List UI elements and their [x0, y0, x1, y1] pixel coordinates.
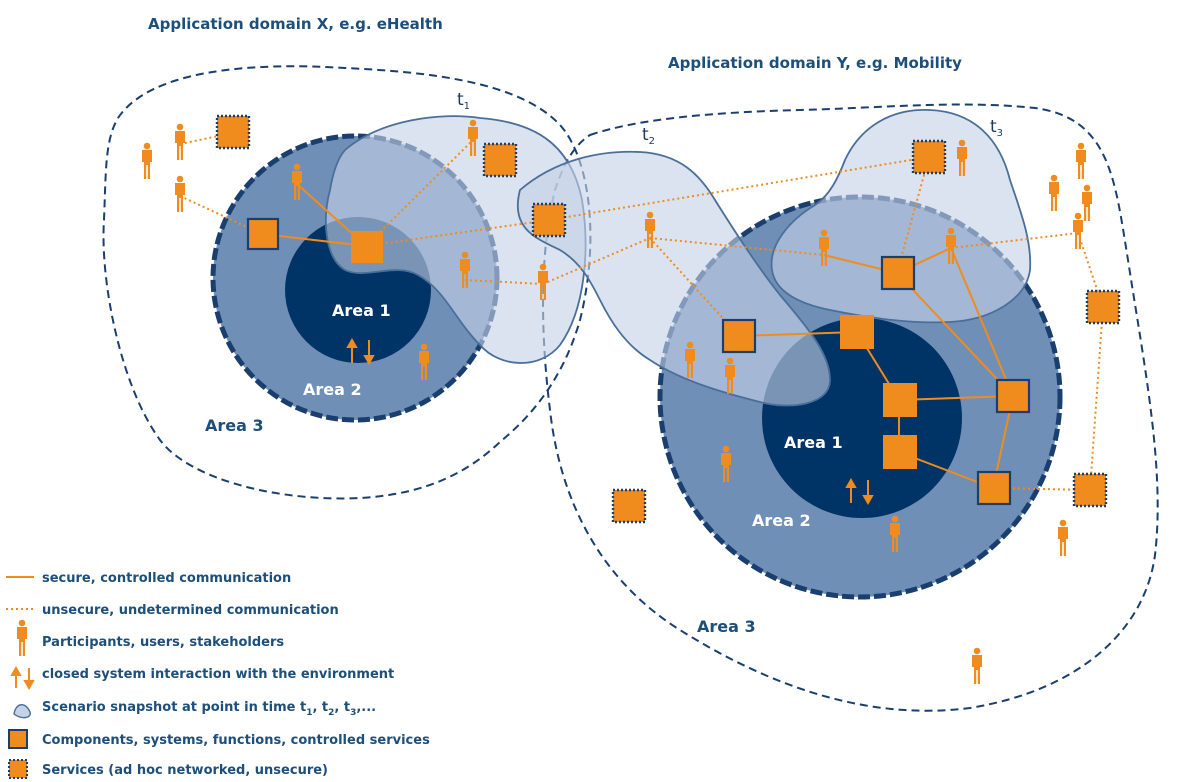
legend-participants-label: Participants, users, stakeholders [42, 635, 284, 650]
domain-y-title: Application domain Y, e.g. Mobility [668, 54, 962, 72]
service-square-icon [1072, 472, 1108, 508]
domain-y-area3-boundary [542, 103, 1159, 712]
person-icon [17, 619, 27, 656]
component-square-icon [880, 255, 916, 291]
up-down-arrows-icon [346, 337, 874, 506]
services [215, 114, 1121, 524]
up-down-arrows-icon [10, 665, 35, 691]
domain-y-area3-label: Area 3 [697, 617, 756, 636]
person-icon [1049, 174, 1059, 211]
time-label-t2: t2 [642, 125, 655, 147]
time-label-t3: t3 [990, 117, 1003, 139]
service-square-icon [1085, 289, 1121, 325]
component-square-icon [995, 378, 1031, 414]
component-square-icon [883, 435, 917, 469]
service-square-icon [8, 759, 28, 779]
person-icon [1076, 142, 1086, 179]
domain-x-area3-boundary [102, 65, 592, 500]
legend-closed-label: closed system interaction with the envir… [42, 667, 394, 682]
component-square-icon [976, 470, 1012, 506]
domain-x-area2-label: Area 2 [303, 380, 362, 399]
legend-components-label: Components, systems, functions, controll… [42, 733, 430, 748]
domain-y-area1-label: Area 1 [784, 433, 843, 452]
domain-x-area3-label: Area 3 [205, 416, 264, 435]
legend: secure, controlled communication unsecur… [6, 571, 430, 779]
component-square-icon [246, 217, 280, 251]
component-square-icon [721, 318, 757, 354]
service-square-icon [531, 202, 567, 238]
component-square-icon [840, 315, 874, 349]
person-icon [142, 142, 152, 179]
person-icon [175, 123, 185, 160]
component-square-icon [8, 729, 28, 749]
legend-secure-label: secure, controlled communication [42, 571, 291, 586]
domain-y-area2-label: Area 2 [752, 511, 811, 530]
domain-x-area1-label: Area 1 [332, 301, 391, 320]
snapshot-t3-blob [770, 109, 1032, 324]
domain-x-title: Application domain X, e.g. eHealth [148, 15, 443, 33]
legend-snapshot-label: Scenario snapshot at point in time t1, t… [42, 700, 376, 718]
person-icon [175, 175, 185, 212]
service-square-icon [482, 142, 518, 178]
person-icon [1082, 184, 1092, 221]
snapshot-t1-blob [325, 115, 587, 364]
unsecure-connections [179, 132, 1104, 491]
component-square-icon [883, 383, 917, 417]
legend-services-label: Services (ad hoc networked, unsecure) [42, 763, 328, 778]
service-square-icon [911, 139, 947, 175]
component-square-icon [351, 231, 383, 263]
person-icon [1058, 519, 1068, 556]
person-icon [972, 647, 982, 684]
components [246, 217, 1031, 506]
service-square-icon [611, 488, 647, 524]
legend-unsecure-label: unsecure, undetermined communication [42, 603, 339, 618]
service-square-icon [215, 114, 251, 150]
time-label-t1: t1 [457, 90, 470, 112]
snapshot-blob-icon [13, 704, 31, 719]
